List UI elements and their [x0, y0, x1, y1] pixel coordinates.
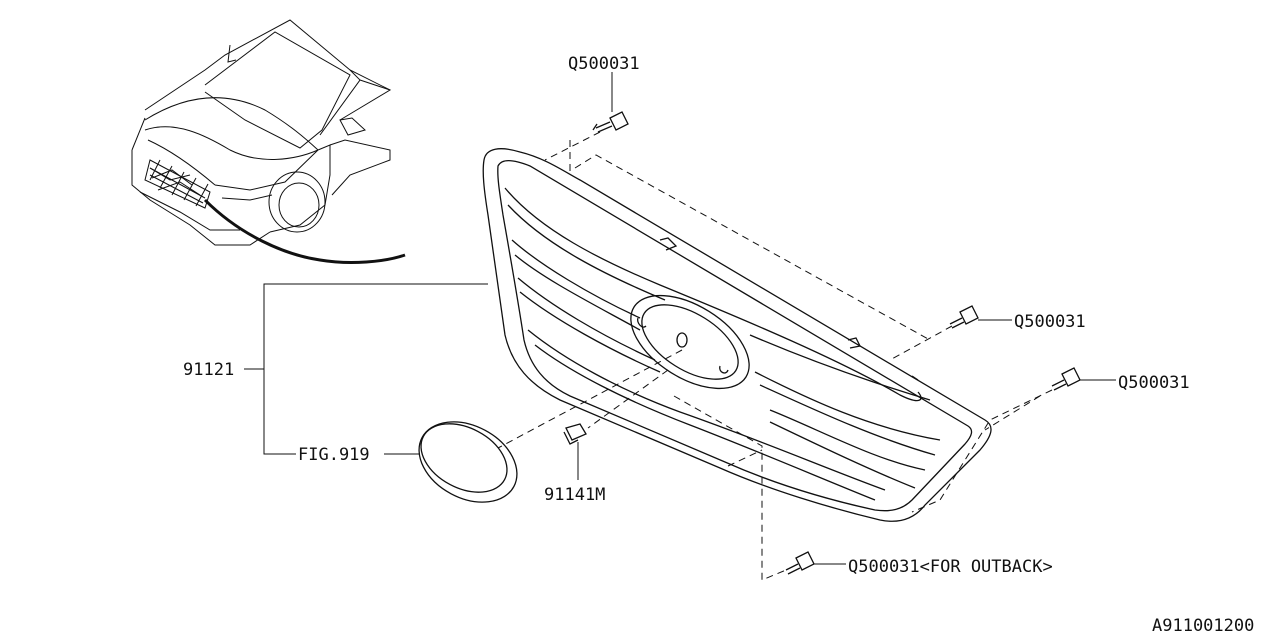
bolt-icon-bottom — [785, 551, 815, 575]
label-bolt-bottom: Q500031<FOR OUTBACK> — [848, 557, 1053, 577]
front-grille — [482, 148, 992, 522]
diagram-code: A911001200 — [1152, 616, 1254, 636]
leader-lines — [244, 72, 1116, 565]
label-clip-part: 91141M — [544, 485, 605, 505]
label-bolt-top: Q500031 — [568, 54, 640, 74]
vehicle-illustration — [131, 19, 406, 264]
label-grille-part: 91121 — [183, 360, 234, 380]
clip-part — [563, 423, 587, 445]
label-emblem-ref[interactable]: FIG.919 — [298, 445, 370, 465]
dashed-leaders — [497, 131, 1053, 581]
bolt-icon-right-upper — [949, 305, 979, 329]
emblem-part — [418, 421, 518, 503]
label-bolt-right-upper: Q500031 — [1014, 312, 1086, 332]
bolt-icon-right-lower — [1051, 367, 1081, 391]
label-bolt-right-lower: Q500031 — [1118, 373, 1190, 393]
bolt-icon-top — [592, 111, 629, 133]
